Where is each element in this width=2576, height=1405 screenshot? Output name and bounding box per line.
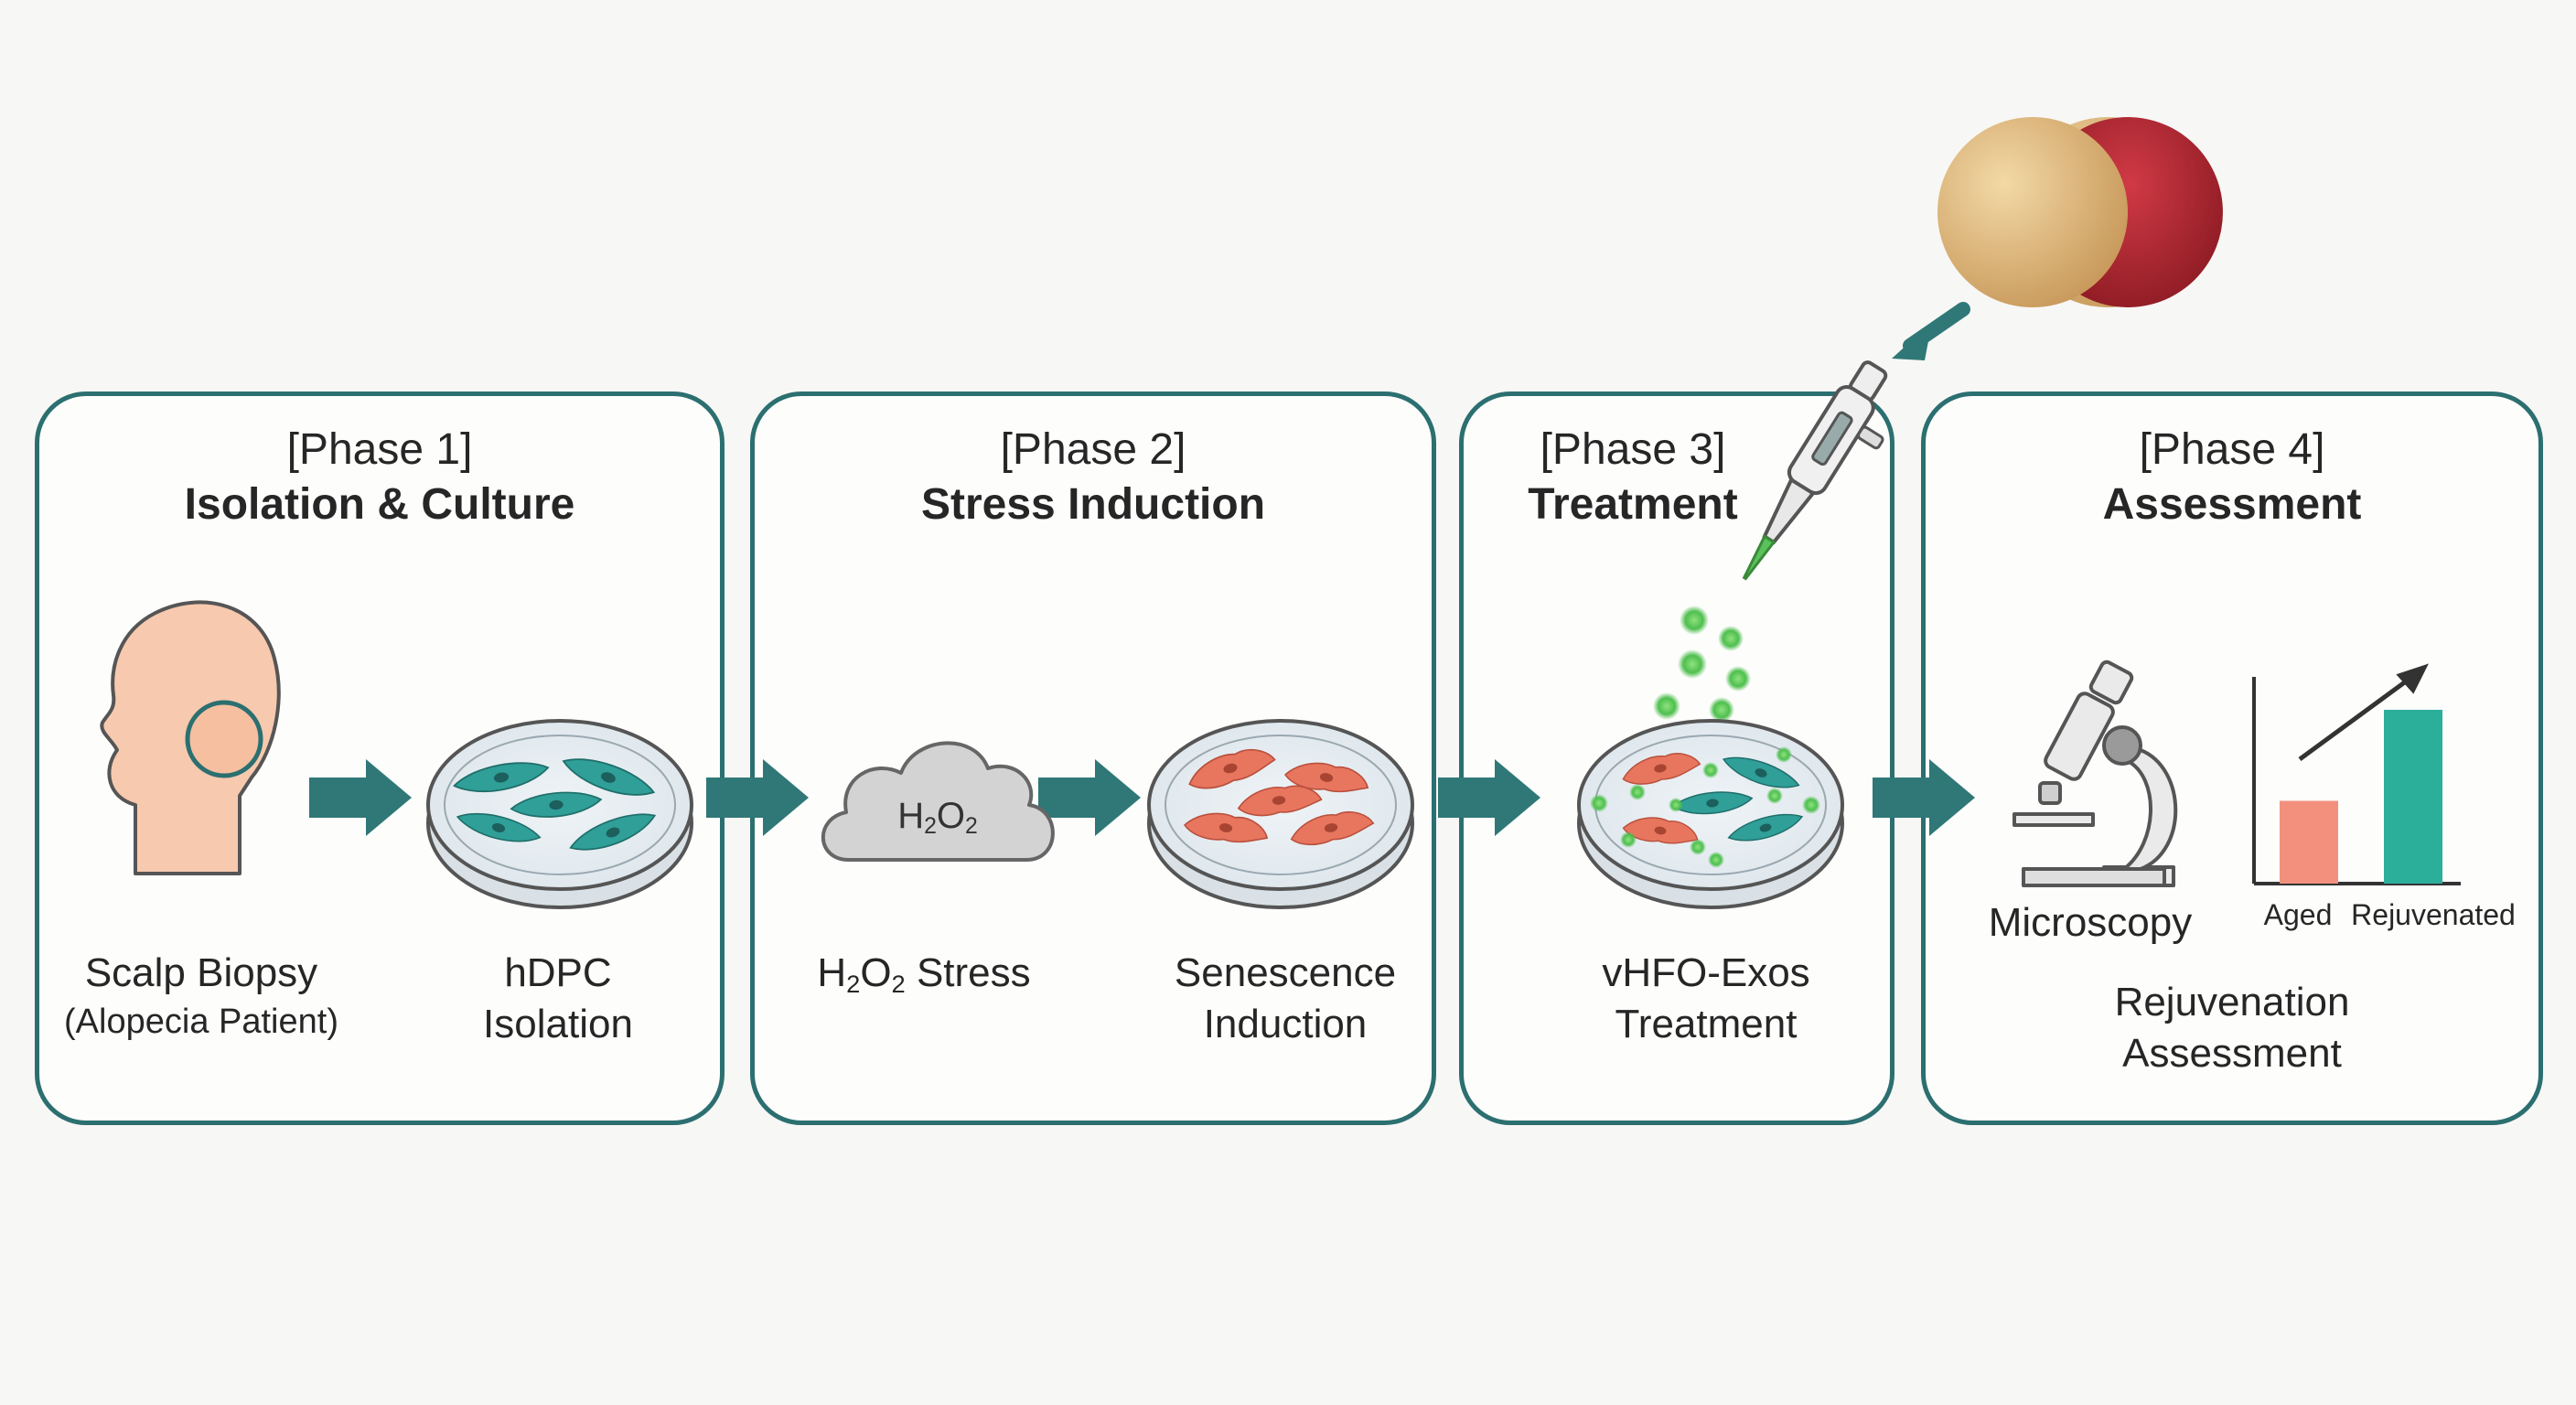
bar-label-rejuvenated: Rejuvenated: [2351, 898, 2516, 931]
biopsy-site-icon: [185, 700, 263, 778]
scalp-biopsy-label: Scalp Biopsy: [84, 950, 318, 995]
head-profile-icon: [100, 600, 281, 875]
phase-4-number: [Phase 4]: [2139, 425, 2325, 474]
microscope-icon: [2012, 660, 2178, 887]
treatment-label: Treatment: [1615, 1002, 1798, 1046]
arrow-icon: [309, 759, 412, 836]
arrow-icon: [706, 759, 809, 836]
phase-4-title: Assessment: [2102, 480, 2362, 529]
bar-rejuvenated: [2384, 710, 2442, 884]
rejuvenation-bar-chart: [2252, 663, 2461, 885]
pipette-icon: [1742, 360, 1888, 581]
phase-1-title: Isolation & Culture: [184, 480, 575, 529]
bar-aged: [2280, 800, 2338, 884]
induction-label: Induction: [1203, 1002, 1368, 1046]
petri-dish-hdpc-icon: [426, 719, 693, 909]
vhfo-exos-label: vHFO-Exos: [1602, 950, 1810, 995]
trend-arrow-icon: [2298, 663, 2429, 762]
rejuvenation-label: Rejuvenation: [2114, 980, 2350, 1024]
h2o2-stress-label: H2O2 Stress: [817, 950, 1031, 998]
exosome-dots-icon: [1653, 606, 1751, 723]
bar-label-aged: Aged: [2263, 898, 2333, 931]
microscopy-label: Microscopy: [1988, 900, 2193, 945]
phase-3-number: [Phase 3]: [1540, 425, 1726, 474]
arrow-icon: [1873, 759, 1975, 836]
phase-1-number: [Phase 1]: [286, 425, 473, 474]
delivery-arrow-icon: [1892, 302, 1970, 360]
phase-2-number: [Phase 2]: [1000, 425, 1186, 474]
isolation-label: Isolation: [483, 1002, 633, 1046]
exosome-sphere-icon: [1937, 116, 2223, 307]
assessment-label: Assessment: [2122, 1031, 2342, 1076]
phase-2-title: Stress Induction: [920, 480, 1266, 529]
cloud-h2o2-label: H2O2: [897, 796, 978, 840]
hdpc-label: hDPC: [504, 950, 612, 995]
arrow-icon: [1438, 759, 1540, 836]
phase-3-title: Treatment: [1528, 480, 1738, 529]
petri-dish-treated-icon: [1577, 719, 1844, 909]
petri-dish-senescent-icon: [1147, 719, 1414, 909]
cloud-icon: [821, 741, 1055, 862]
alopecia-patient-label: (Alopecia Patient): [64, 1003, 338, 1041]
arrow-icon: [1038, 759, 1141, 836]
senescence-label: Senescence: [1174, 950, 1397, 995]
